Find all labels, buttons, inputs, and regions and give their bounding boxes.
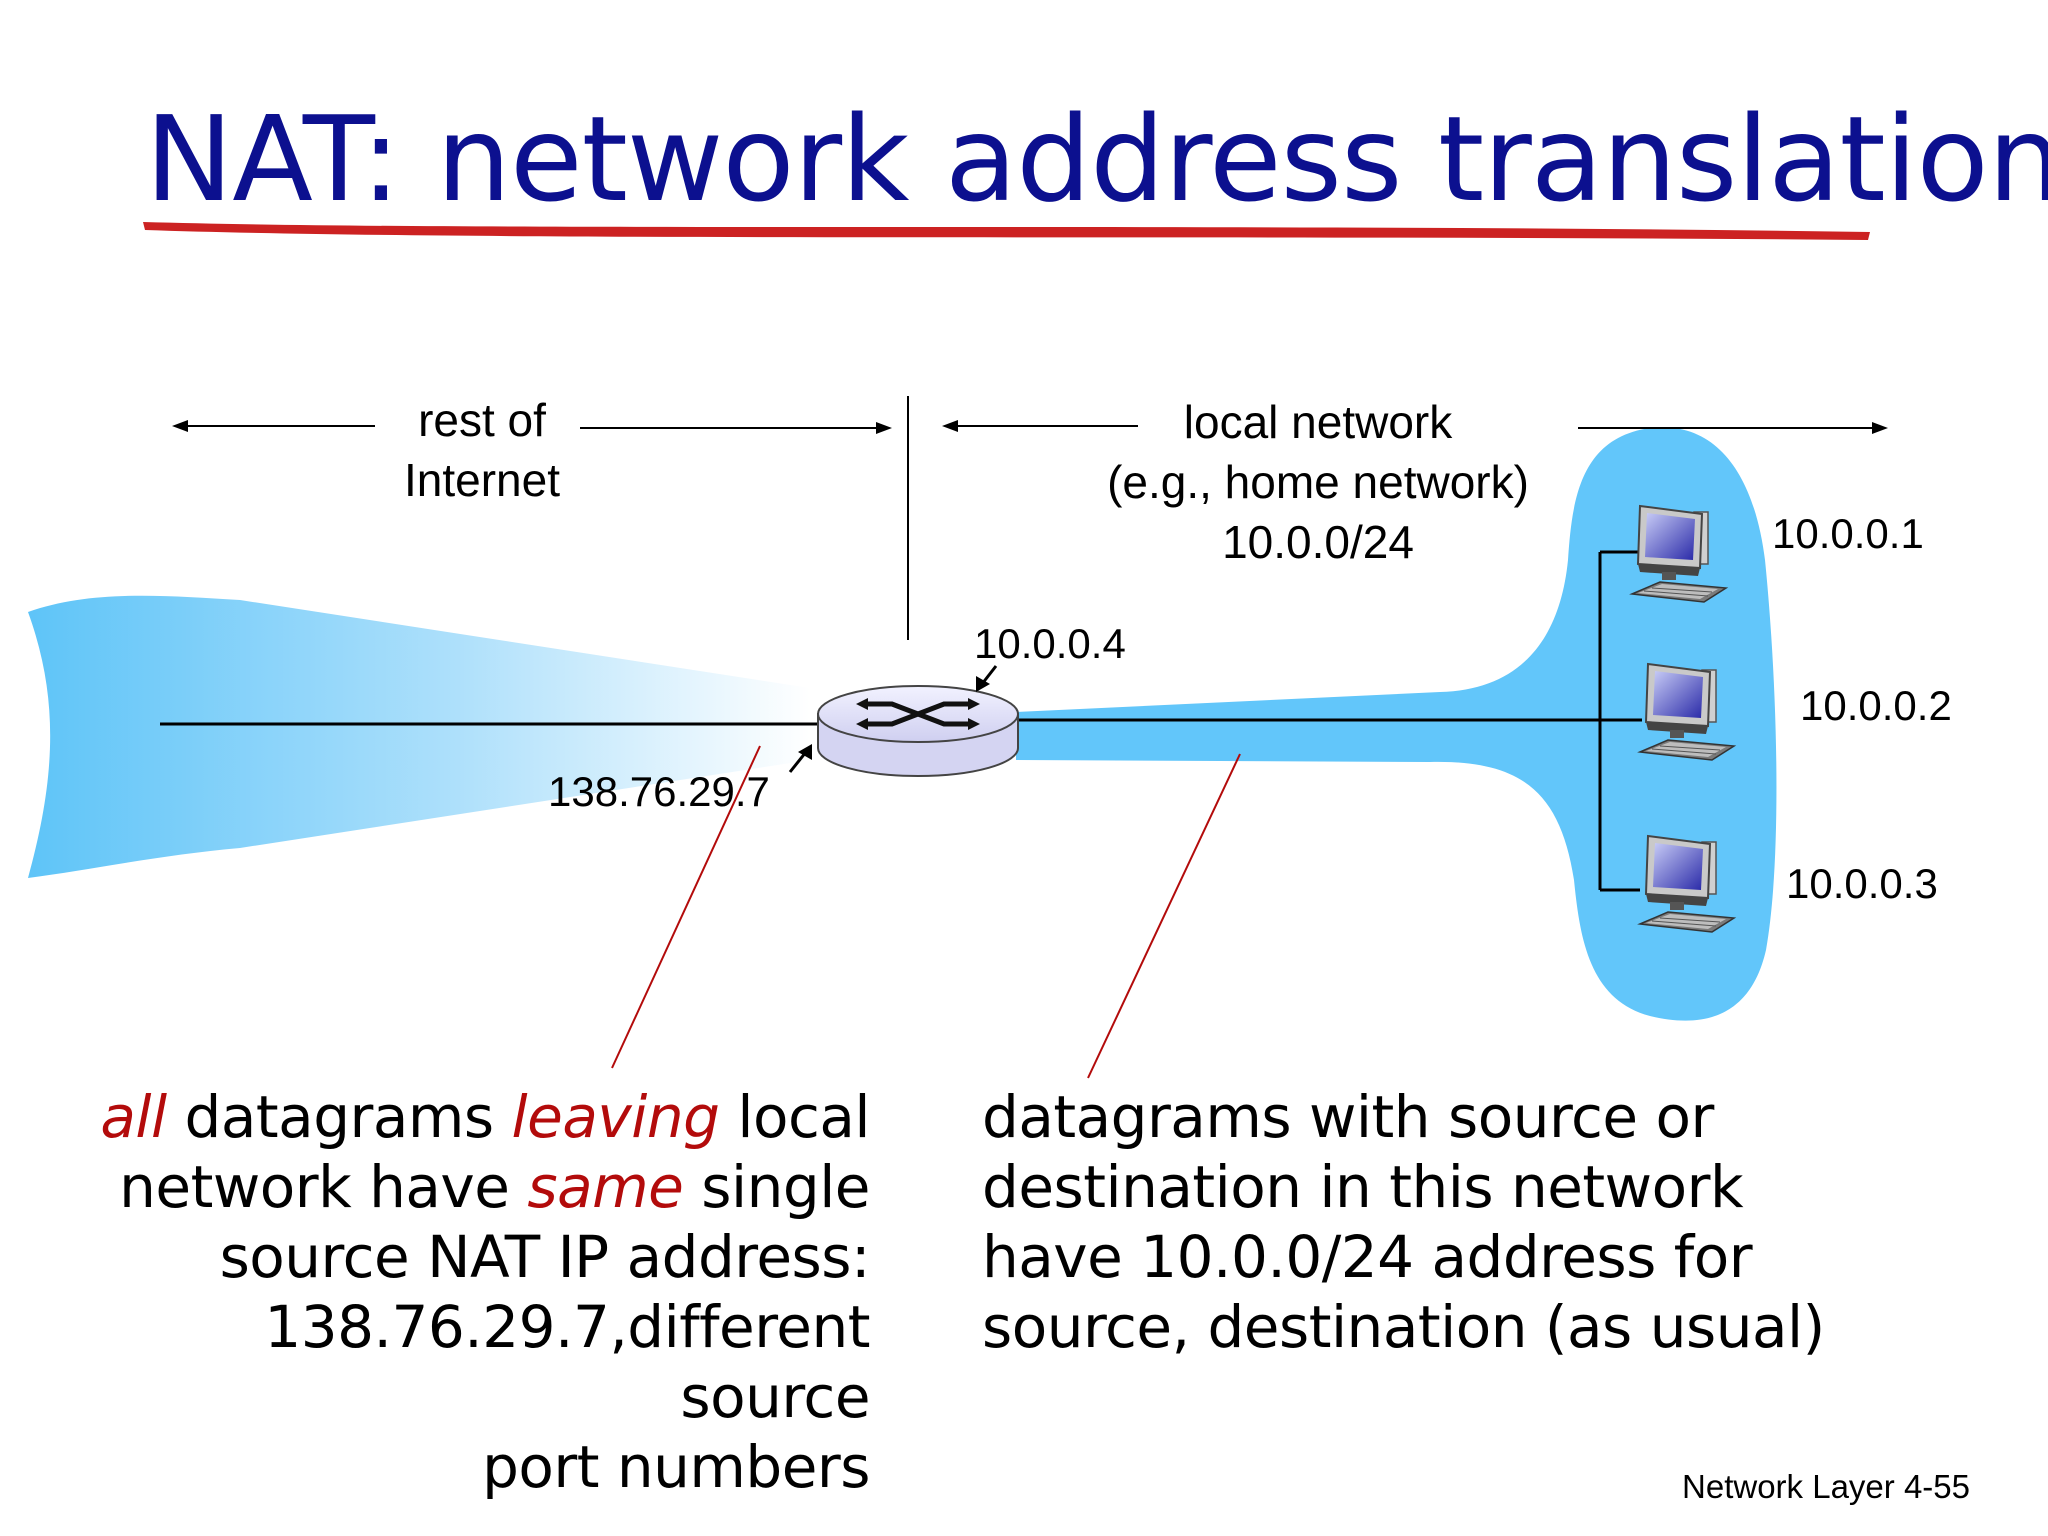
arrow-head-right-icon: [1872, 422, 1888, 434]
caption-text: local: [719, 1083, 870, 1151]
local-label-line2: (e.g., home network): [1107, 456, 1529, 508]
caption-right-line-2: destination in this network: [982, 1153, 1744, 1221]
internet-cloud: [28, 595, 810, 878]
internet-label-line1: rest of: [418, 394, 546, 446]
footer-section: Network Layer: [1682, 1468, 1895, 1505]
caption-right-line-4: source, destination (as usual): [982, 1293, 1825, 1361]
router-local-address: 10.0.0.4: [974, 620, 1126, 667]
caption-nat-outgoing: all datagrams leaving local network have…: [80, 1082, 870, 1502]
caption-left-line-4: 138.76.29.7,different source: [264, 1293, 870, 1431]
router-icon: [817, 685, 1019, 777]
footer-page-number: 4-55: [1903, 1468, 1970, 1505]
host-address-1: 10.0.0.1: [1772, 510, 1924, 557]
caption-left-line-5: port numbers: [482, 1433, 870, 1501]
arrow-head-left-icon: [172, 420, 188, 432]
caption-left-line-2: network have same single: [80, 1152, 870, 1222]
emphasis-same: same: [527, 1153, 684, 1221]
caption-right-line-1: datagrams with source or: [982, 1083, 1714, 1151]
emphasis-leaving: leaving: [511, 1083, 720, 1151]
internet-label-line2: Internet: [404, 454, 560, 506]
arrow-head-right-icon: [876, 422, 892, 434]
caption-text: single: [683, 1153, 870, 1221]
caption-left-line-3: source NAT IP address:: [219, 1223, 871, 1291]
caption-text: datagrams: [166, 1083, 512, 1151]
caption-local-addressing: datagrams with source or destination in …: [982, 1082, 1862, 1362]
caption-left-line-1: all datagrams leaving local: [80, 1082, 870, 1152]
pointer-head-icon: [976, 676, 990, 692]
caption-text: network have: [119, 1153, 528, 1221]
router-public-address: 138.76.29.7: [548, 768, 770, 815]
caption-right-line-3: have 10.0.0/24 address for: [982, 1223, 1753, 1291]
slide-title: NAT: network address translation: [145, 90, 2048, 228]
local-network-cloud: [1016, 427, 1777, 1021]
pointer-head-icon: [798, 744, 812, 760]
pointer-public-address: [788, 751, 808, 773]
slide-footer: Network Layer 4-55: [1600, 1468, 1970, 1506]
emphasis-all: all: [100, 1083, 167, 1151]
callout-line-right: [1087, 753, 1241, 1079]
local-network-prefix: 10.0.0/24: [1222, 516, 1414, 568]
host-address-3: 10.0.0.3: [1786, 860, 1938, 907]
host-address-2: 10.0.0.2: [1800, 682, 1952, 729]
title-underline: [143, 222, 1870, 240]
callout-line-left: [611, 745, 761, 1069]
local-label-line1: local network: [1184, 396, 1453, 448]
arrow-head-left-icon: [942, 420, 958, 432]
